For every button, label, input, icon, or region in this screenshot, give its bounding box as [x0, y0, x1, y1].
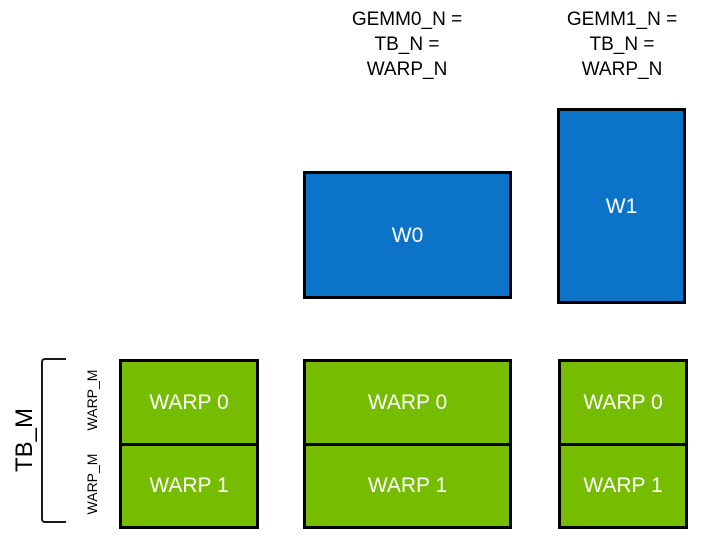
- warp-stack-middle: WARP 0 WARP 1: [303, 359, 512, 529]
- warp-cell-label: WARP 1: [583, 474, 663, 498]
- warp-cell: WARP 1: [122, 442, 256, 527]
- blue-tile-w1-label: W1: [605, 194, 638, 218]
- warp-cell-label: WARP 0: [149, 390, 229, 414]
- warp-cell: WARP 0: [122, 362, 256, 443]
- blue-tile-w0-label: W0: [391, 223, 424, 247]
- warp-cell: WARP 0: [561, 362, 685, 443]
- axis-label-warp-m-bottom: WARP_M: [84, 453, 100, 515]
- warp-cell-label: WARP 0: [583, 390, 663, 414]
- blue-tile-w0: W0: [303, 171, 512, 299]
- warp-cell: WARP 1: [561, 442, 685, 527]
- warp-cell: WARP 1: [306, 442, 509, 527]
- warp-cell: WARP 0: [306, 362, 509, 443]
- tb-m-bracket: [41, 358, 66, 523]
- warp-cell-label: WARP 0: [367, 390, 448, 414]
- warp-stack-right: WARP 0 WARP 1: [558, 359, 688, 529]
- warp-cell-label: WARP 1: [367, 474, 448, 498]
- warp-cell-label: WARP 1: [149, 474, 229, 498]
- blue-tile-w1: W1: [557, 108, 686, 304]
- warp-stack-left: WARP 0 WARP 1: [119, 359, 259, 529]
- axis-label-tb-m: TB_M: [11, 408, 38, 473]
- column-header-gemm0: GEMM0_N = TB_N = WARP_N: [351, 9, 463, 80]
- column-header-gemm1: GEMM1_N = TB_N = WARP_N: [566, 9, 678, 80]
